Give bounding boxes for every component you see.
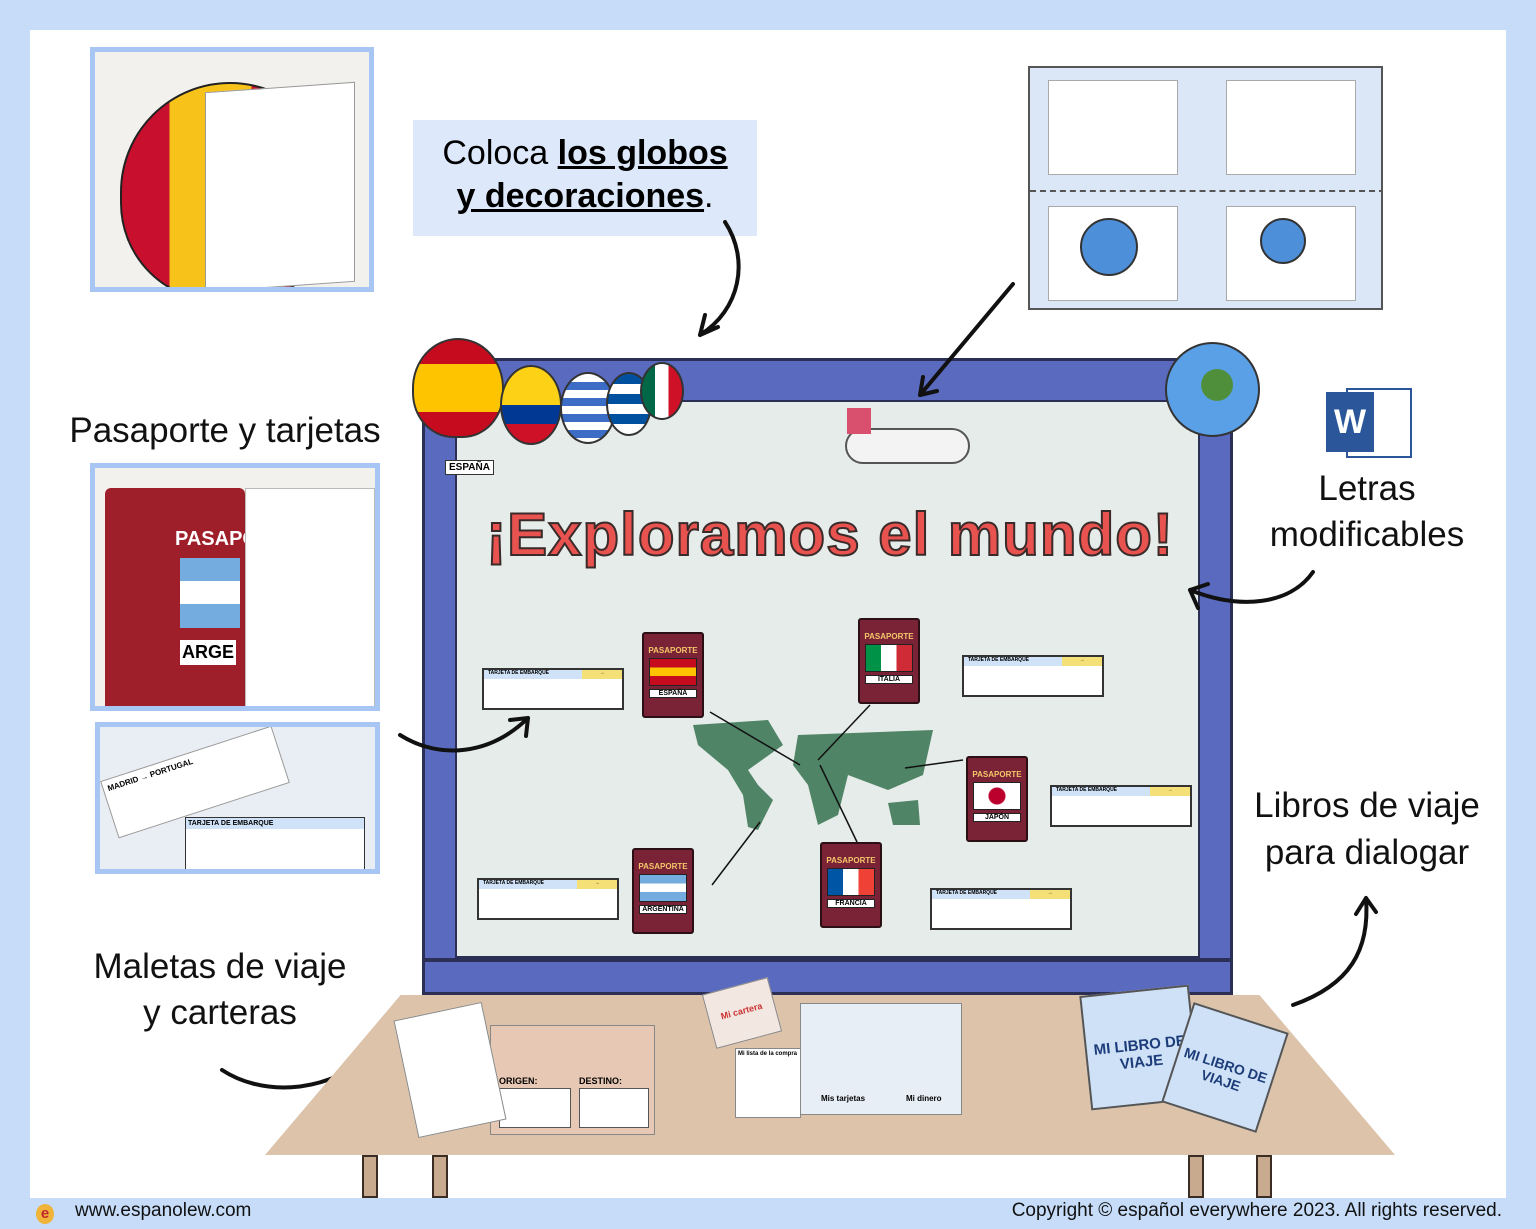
balloon-photo: [90, 47, 374, 292]
passport-2: PASAPORTE JAPÓN: [966, 756, 1028, 842]
arrow-icon: →: [577, 880, 617, 889]
balloon-mexico: [640, 362, 684, 420]
copyright: Copyright © español everywhere 2023. All…: [1011, 1200, 1502, 1221]
logo-icon: e: [36, 1204, 54, 1224]
boarding-pass: TARJETA DE EMBARQUE→: [962, 655, 1104, 697]
boarding-pass: TARJETA DE EMBARQUE→: [482, 668, 624, 710]
wallet: ORIGEN: DESTINO:: [490, 1025, 655, 1135]
passport-country: ARGENTINA: [639, 905, 687, 914]
passport-3: PASAPORTE ARGENTINA: [632, 848, 694, 934]
balloon-spain: [412, 338, 504, 438]
boarding-pass-photo: MADRID → PORTUGAL TARJETA DE EMBARQUE: [95, 722, 380, 874]
website-link[interactable]: www.espanolew.com: [75, 1200, 252, 1221]
arrow-icon: →: [582, 670, 622, 679]
boarding-pass-heading: TARJETA DE EMBARQUE: [932, 890, 1032, 899]
globe-decoration: [1165, 342, 1260, 437]
passport-country: JAPÓN: [973, 813, 1021, 822]
flag-icon: [973, 782, 1021, 810]
passport-photo: PASAPORTE ARGE: [90, 463, 380, 711]
cards-panel: Mis tarjetas Mi dinero: [800, 1003, 962, 1115]
passport-label: Pasaporte y tarjetas: [69, 411, 381, 450]
word-icon: W: [1326, 382, 1412, 460]
table-leg: [432, 1155, 448, 1198]
passport-heading: PASAPORTE: [972, 770, 1022, 779]
arrow-icon: →: [1150, 787, 1190, 796]
table-leg: [362, 1155, 378, 1198]
passport-country: FRANCIA: [827, 899, 875, 908]
world-map: [693, 720, 933, 830]
passport-heading: PASAPORTE: [648, 646, 698, 655]
boarding-pass-heading: TARJETA DE EMBARQUE: [479, 880, 579, 889]
passport-heading: PASAPORTE: [638, 862, 688, 871]
flag-icon: [865, 644, 913, 672]
boarding-pass-heading: TARJETA DE EMBARQUE: [964, 657, 1064, 666]
balloons-callout: Coloca los globos y decoraciones.: [413, 120, 757, 236]
passport-country: ESPAÑA: [649, 689, 697, 698]
map-australia: [888, 800, 920, 825]
arrow-icon: →: [1062, 657, 1102, 666]
passport-1: PASAPORTE ITALIA: [858, 618, 920, 704]
table-leg: [1188, 1155, 1204, 1198]
boarding-pass: TARJETA DE EMBARQUE→: [1050, 785, 1192, 827]
board-bottom-rail: [422, 958, 1233, 962]
map-americas: [693, 720, 783, 830]
table-leg: [1256, 1155, 1272, 1198]
passport-0: PASAPORTE ESPAÑA: [642, 632, 704, 718]
flag-icon: [639, 874, 687, 902]
boarding-pass: TARJETA DE EMBARQUE→: [930, 888, 1072, 930]
boarding-pass-heading: TARJETA DE EMBARQUE: [484, 670, 584, 679]
boarding-pass: TARJETA DE EMBARQUE→: [477, 878, 619, 920]
passport-country: ITALIA: [865, 675, 913, 684]
passport-heading: PASAPORTE: [826, 856, 876, 865]
board-title: ¡Exploramos el mundo!: [485, 500, 1174, 569]
boarding-pass-heading: TARJETA DE EMBARQUE: [1052, 787, 1152, 796]
globe-icon: [1260, 218, 1306, 264]
balloon-uruguay: [560, 372, 616, 444]
passport-4: PASAPORTE FRANCIA: [820, 842, 882, 928]
flag-icon: [827, 868, 875, 896]
arrow-icon: →: [1030, 890, 1070, 899]
globe-icon: [1080, 218, 1138, 276]
decorations-photo: [1028, 66, 1383, 310]
airplane-decoration: [845, 408, 970, 464]
balloon-spain-label: ESPAÑA: [445, 460, 494, 475]
balloon-colombia: [500, 365, 562, 445]
passport-heading: PASAPORTE: [864, 632, 914, 641]
flag-icon: [649, 658, 697, 686]
shopping-list: Mi lista de la compra: [735, 1048, 801, 1118]
